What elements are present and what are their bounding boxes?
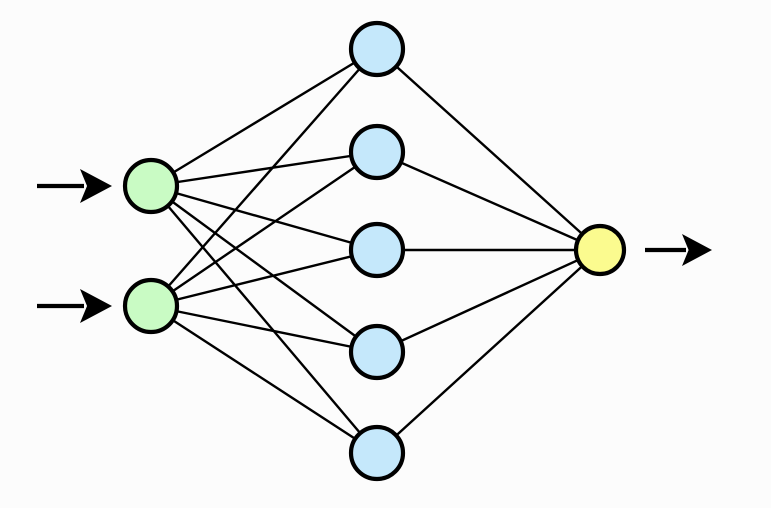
node-out-1[interactable] (573, 223, 627, 277)
node-hid-3[interactable] (348, 221, 406, 279)
node-hid-2[interactable] (348, 123, 406, 181)
edge-in-2-to-hid-4 (149, 304, 379, 354)
input-arrow-2-head-icon (80, 289, 112, 323)
edge-group (149, 47, 602, 455)
input-arrow-1 (37, 169, 112, 203)
edge-in-1-to-hid-5 (149, 184, 379, 455)
edge-in-2-to-hid-3 (149, 248, 379, 308)
hidden-layer (348, 20, 406, 482)
output-arrow-1 (645, 234, 712, 266)
node-hid-4[interactable] (348, 323, 406, 381)
edge-in-1-to-hid-4 (149, 184, 379, 354)
input-arrow-1-head-icon (80, 169, 112, 203)
edge-hid-4-to-out-1 (375, 248, 602, 354)
output-arrow-1-head-icon (682, 234, 712, 266)
edge-in-1-to-hid-3 (149, 184, 379, 252)
node-hid-5[interactable] (348, 424, 406, 482)
input-layer (122, 157, 180, 335)
edge-in-1-to-hid-1 (149, 47, 379, 188)
edge-in-2-to-hid-1 (149, 47, 379, 308)
edge-hid-2-to-out-1 (375, 150, 602, 252)
edge-hid-1-to-out-1 (375, 47, 602, 252)
edge-in-1-to-hid-2 (149, 150, 379, 188)
edge-hid-5-to-out-1 (375, 248, 602, 455)
io-arrow-group (37, 169, 712, 323)
node-in-2[interactable] (122, 277, 180, 335)
node-in-1[interactable] (122, 157, 180, 215)
node-group (122, 20, 627, 482)
output-layer (573, 223, 627, 277)
node-hid-1[interactable] (348, 20, 406, 78)
edge-in-2-to-hid-2 (149, 150, 379, 308)
edge-in-2-to-hid-5 (149, 304, 379, 455)
input-arrow-2 (37, 289, 112, 323)
